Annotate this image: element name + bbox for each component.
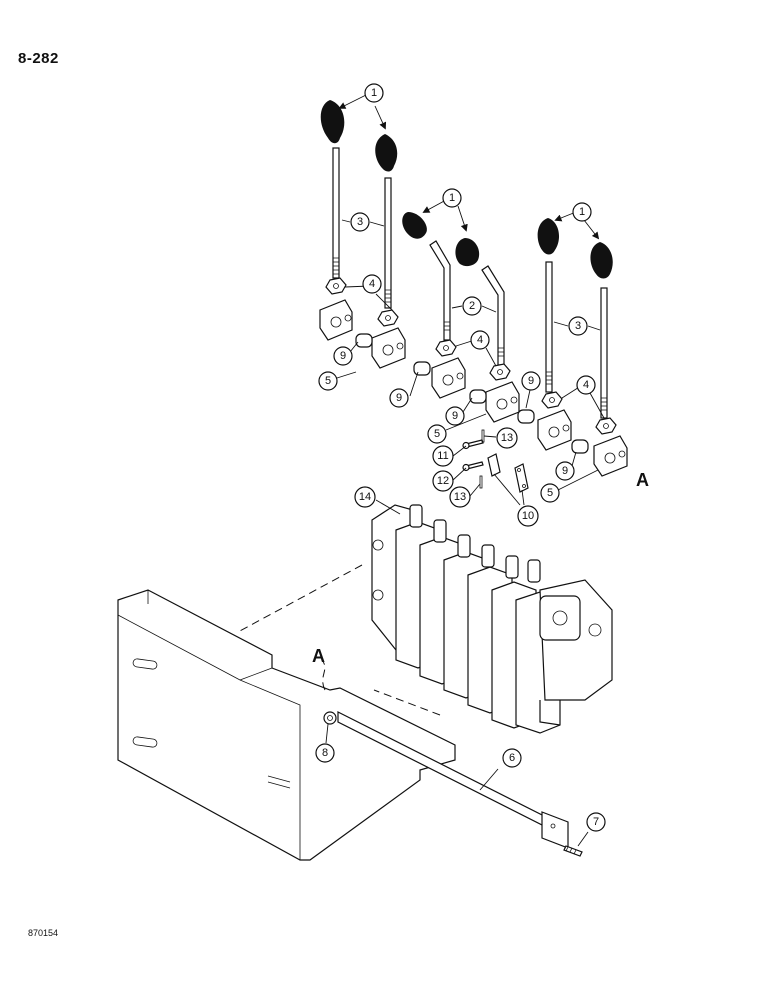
svg-text:9: 9 (528, 375, 534, 387)
svg-text:5: 5 (325, 375, 331, 387)
callout-1a: 1 (364, 83, 384, 103)
callout-1b: 1 (442, 188, 462, 208)
svg-text:6: 6 (509, 752, 515, 764)
svg-text:7: 7 (593, 816, 599, 828)
svg-text:3: 3 (575, 320, 581, 332)
svg-text:5: 5 (547, 487, 553, 499)
svg-text:12: 12 (437, 475, 449, 487)
svg-text:5: 5 (434, 428, 440, 440)
reference-letter-a-top: A (636, 470, 649, 490)
callout-4b: 4 (470, 330, 490, 350)
callout-13b: 13 (449, 486, 471, 508)
callout-7: 7 (586, 812, 606, 832)
callout-3a: 3 (350, 212, 370, 232)
svg-text:4: 4 (477, 334, 483, 346)
callout-11: 11 (432, 445, 454, 467)
callout-13a: 13 (496, 427, 518, 449)
callout-3b: 3 (568, 316, 588, 336)
svg-text:3: 3 (357, 216, 363, 228)
callout-5a: 5 (318, 371, 338, 391)
bushings (355, 333, 589, 454)
svg-text:1: 1 (371, 87, 377, 99)
pins-and-links (462, 429, 529, 493)
straight-rods (332, 147, 608, 419)
callout-9d: 9 (521, 371, 541, 391)
reference-letter-a-bottom: A (312, 646, 325, 666)
svg-text:9: 9 (452, 410, 458, 422)
mounting-plate (117, 589, 456, 861)
callout-5b: 5 (427, 424, 447, 444)
svg-text:9: 9 (340, 350, 346, 362)
svg-text:4: 4 (583, 379, 589, 391)
callout-2: 2 (462, 296, 482, 316)
svg-text:13: 13 (501, 432, 513, 444)
callout-6: 6 (502, 748, 522, 768)
callout-9a: 9 (333, 346, 353, 366)
svg-text:8: 8 (322, 747, 328, 759)
svg-text:9: 9 (396, 392, 402, 404)
svg-text:11: 11 (437, 450, 448, 462)
page-number: 8-282 (18, 50, 59, 67)
lever-sockets (319, 299, 628, 477)
svg-text:10: 10 (522, 510, 534, 522)
callout-10: 10 (517, 505, 539, 527)
leader-lines (325, 93, 605, 847)
callout-1c: 1 (572, 202, 592, 222)
svg-text:1: 1 (579, 206, 585, 218)
control-valve-body (371, 504, 613, 734)
hex-nuts (325, 277, 617, 435)
svg-text:14: 14 (359, 491, 371, 503)
svg-text:4: 4 (369, 278, 375, 290)
screw (563, 845, 583, 857)
callout-8: 8 (315, 743, 335, 763)
figure-code: 870154 (28, 928, 59, 938)
svg-text:1: 1 (449, 192, 455, 204)
callout-5c: 5 (540, 483, 560, 503)
svg-text:9: 9 (562, 465, 568, 477)
callout-12: 12 (432, 470, 454, 492)
knob-icons (320, 100, 613, 279)
support-rod (323, 711, 569, 849)
svg-text:13: 13 (454, 491, 466, 503)
callout-4c: 4 (576, 375, 596, 395)
callout-9c: 9 (445, 406, 465, 426)
svg-text:2: 2 (469, 300, 475, 312)
callout-4a: 4 (362, 274, 382, 294)
callout-9e: 9 (555, 461, 575, 481)
callout-9b: 9 (389, 388, 409, 408)
callout-14: 14 (354, 486, 376, 508)
